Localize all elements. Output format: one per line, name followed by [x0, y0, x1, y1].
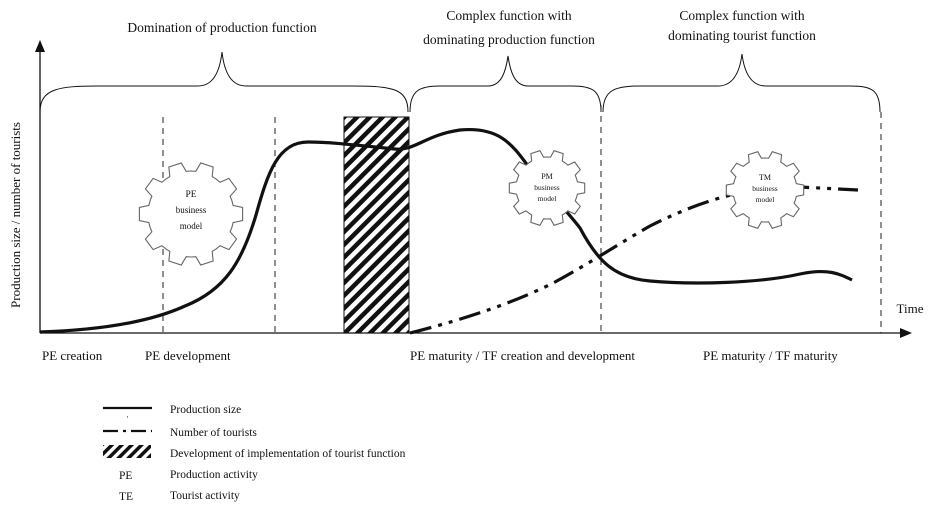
gear-tm-business-model: TM business model	[725, 151, 805, 229]
stage-pe-maturity-tf-maturity: PE maturity / TF maturity	[703, 348, 838, 363]
phase-complex-tourist-label-2: dominating tourist function	[668, 28, 816, 43]
stage-pe-creation: PE creation	[42, 348, 103, 363]
gear-label-pm-2: business	[534, 183, 560, 192]
phase-domination-label: Domination of production function	[127, 20, 317, 35]
gear-icon	[508, 150, 586, 226]
gear-pm-business-model: PM business model	[508, 150, 586, 226]
legend-production-size-label: Production size	[170, 404, 241, 416]
x-axis-label: Time	[897, 301, 924, 316]
brace-domination	[39, 51, 409, 113]
legend-tourist-function-symbol	[103, 445, 151, 458]
gear-label-tm-3: model	[756, 195, 775, 204]
brace-complex-tourist	[602, 53, 881, 113]
y-axis-arrow	[35, 40, 45, 52]
phase-complex-tourist-label-1: Complex function with	[679, 8, 804, 23]
legend-tourist-function-label: Development of implementation of tourist…	[170, 448, 406, 460]
gear-icon	[138, 162, 244, 266]
legend-te-abbr: TE	[119, 491, 133, 503]
gear-label-pm-3: model	[538, 194, 557, 203]
gear-label-pe-2: business	[176, 205, 207, 215]
stage-pe-development: PE development	[145, 348, 231, 363]
legend-number-of-tourists-label: Number of tourists	[170, 427, 257, 439]
y-axis-label: Production size / number of tourists	[8, 122, 23, 308]
production-size-curve	[39, 127, 853, 334]
gear-label-tm-2: business	[752, 184, 778, 193]
tourist-function-development-block	[343, 116, 410, 334]
legend-pe-abbr: PE	[119, 470, 132, 482]
phase-complex-production-label-1: Complex function with	[446, 8, 571, 23]
number-of-tourists-curve	[409, 185, 859, 335]
gear-label-pm-1: PM	[541, 172, 553, 181]
legend-production-size-dot: ·	[126, 412, 129, 422]
gear-label-tm-1: TM	[759, 173, 771, 182]
x-axis-arrow	[900, 328, 912, 338]
stage-pe-maturity-tf-creation: PE maturity / TF creation and developmen…	[410, 348, 635, 363]
legend-pe-desc: Production activity	[170, 469, 258, 481]
brace-complex-production	[409, 55, 602, 113]
legend-te-desc: Tourist activity	[170, 490, 240, 502]
gear-icon	[725, 151, 805, 229]
phase-complex-production-label-2: dominating production function	[423, 32, 595, 47]
gear-label-pe-3: model	[180, 221, 203, 231]
gear-pe-business-model: PE business model	[138, 162, 244, 266]
gear-label-pe-1: PE	[185, 190, 196, 200]
